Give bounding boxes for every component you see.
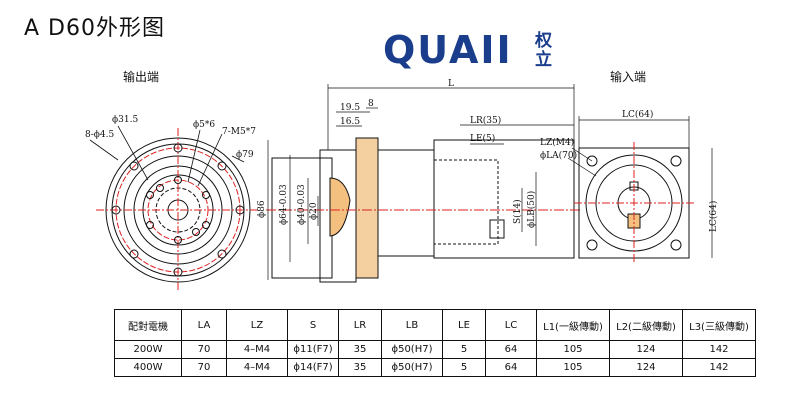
dim-8: 8 [368, 99, 374, 109]
dim-19-5: 19.5 [340, 103, 360, 113]
dim-phi64: ϕ64-0.03 [279, 184, 289, 225]
dim-LC64-vertical: LC(64) [708, 201, 719, 232]
logo-cn-text: 权 立 [535, 32, 552, 70]
table-cell: 124 [609, 340, 683, 359]
header-cell: LR [338, 309, 382, 341]
table-cell: 124 [609, 358, 683, 377]
table-cell: 400W [114, 358, 182, 377]
header-cell: L1(一級傳動) [536, 309, 610, 341]
dim-phi40: ϕ40-0.03 [297, 184, 307, 225]
table-cell: 142 [682, 340, 756, 359]
table-cell: 142 [682, 358, 756, 377]
input-end-view [574, 142, 694, 264]
table-row: 200W 70 4–M4 ϕ11(F7) 35 ϕ50(H7) 5 64 105… [114, 340, 756, 359]
table-cell: 70 [181, 358, 227, 377]
dim-LE5: LE(5) [470, 133, 495, 144]
table-cell: 35 [338, 340, 382, 359]
dim-S14: S(14) [512, 199, 523, 224]
dim-phi5x6: ϕ5*6 [193, 120, 215, 130]
dim-LB50: ϕLB(50) [526, 191, 537, 228]
side-view-dimension-lines [267, 84, 575, 280]
table-cell: 5 [442, 358, 486, 377]
output-end-label: 输出端 [123, 70, 160, 84]
header-cell: 配對電機 [114, 309, 182, 341]
logo-text: QUAII [383, 28, 513, 72]
table-cell: 35 [338, 358, 382, 377]
table-cell: 105 [536, 358, 610, 377]
spec-table: 配對電機 LA LZ S LR LB LE LC L1(一級傳動) L2(二級傳… [114, 309, 756, 377]
table-cell: 105 [536, 340, 610, 359]
spec-table-header: 配對電機 LA LZ S LR LB LE LC L1(一級傳動) L2(二級傳… [114, 309, 756, 341]
header-cell: S [287, 309, 339, 341]
dim-LC64: LC(64) [622, 109, 653, 120]
dim-LZ-M4: LZ(M4) [540, 137, 574, 148]
header-cell: L2(二級傳動) [609, 309, 683, 341]
logo-cn-bottom: 立 [535, 50, 552, 70]
output-end-leaders [89, 125, 245, 187]
header-cell: LE [442, 309, 486, 341]
table-cell: 4–M4 [226, 340, 288, 359]
brand-logo: QUAII 权 立 [383, 28, 573, 78]
side-view [266, 137, 580, 283]
output-end-holes [111, 143, 245, 277]
table-cell: 64 [485, 340, 537, 359]
table-cell: 64 [485, 358, 537, 377]
dim-16-5: 16.5 [340, 117, 360, 127]
table-cell: ϕ50(H7) [381, 340, 443, 359]
header-cell: LC [485, 309, 537, 341]
page-title: A D60外形图 [24, 16, 165, 41]
table-cell: 70 [181, 340, 227, 359]
header-cell: LA [181, 309, 227, 341]
input-end-dimension-lines [567, 116, 713, 258]
table-cell: 200W [114, 340, 182, 359]
table-cell: 5 [442, 340, 486, 359]
dim-7-m5x7: 7-M5*7 [222, 127, 256, 137]
table-cell: ϕ11(F7) [287, 340, 339, 359]
dim-phi20: ϕ20 [309, 202, 319, 220]
table-cell: ϕ50(H7) [381, 358, 443, 377]
dim-LA70: ϕLA(70) [540, 150, 577, 161]
dim-phi86: ϕ86 [257, 200, 267, 218]
header-cell: L3(三級傳動) [682, 309, 756, 341]
logo-cn-top: 权 [535, 31, 552, 51]
input-end-label: 输入端 [610, 70, 647, 84]
dim-8-phi4-5: 8-ϕ4.5 [85, 130, 114, 140]
table-cell: ϕ14(F7) [287, 358, 339, 377]
technical-drawing: ϕ31.5 ϕ5*6 8-ϕ4.5 7-M5*7 ϕ79 L 19.5 8 16… [85, 79, 719, 292]
table-row: 400W 70 4–M4 ϕ14(F7) 35 ϕ50(H7) 5 64 105… [114, 358, 756, 377]
table-cell: 4–M4 [226, 358, 288, 377]
dim-L: L [448, 79, 454, 89]
header-cell: LB [381, 309, 443, 341]
dim-LR35: LR(35) [470, 115, 501, 126]
header-cell: LZ [226, 309, 288, 341]
dim-phi79: ϕ79 [236, 150, 254, 160]
output-end-view [96, 128, 260, 292]
dim-phi31-5: ϕ31.5 [112, 115, 138, 125]
